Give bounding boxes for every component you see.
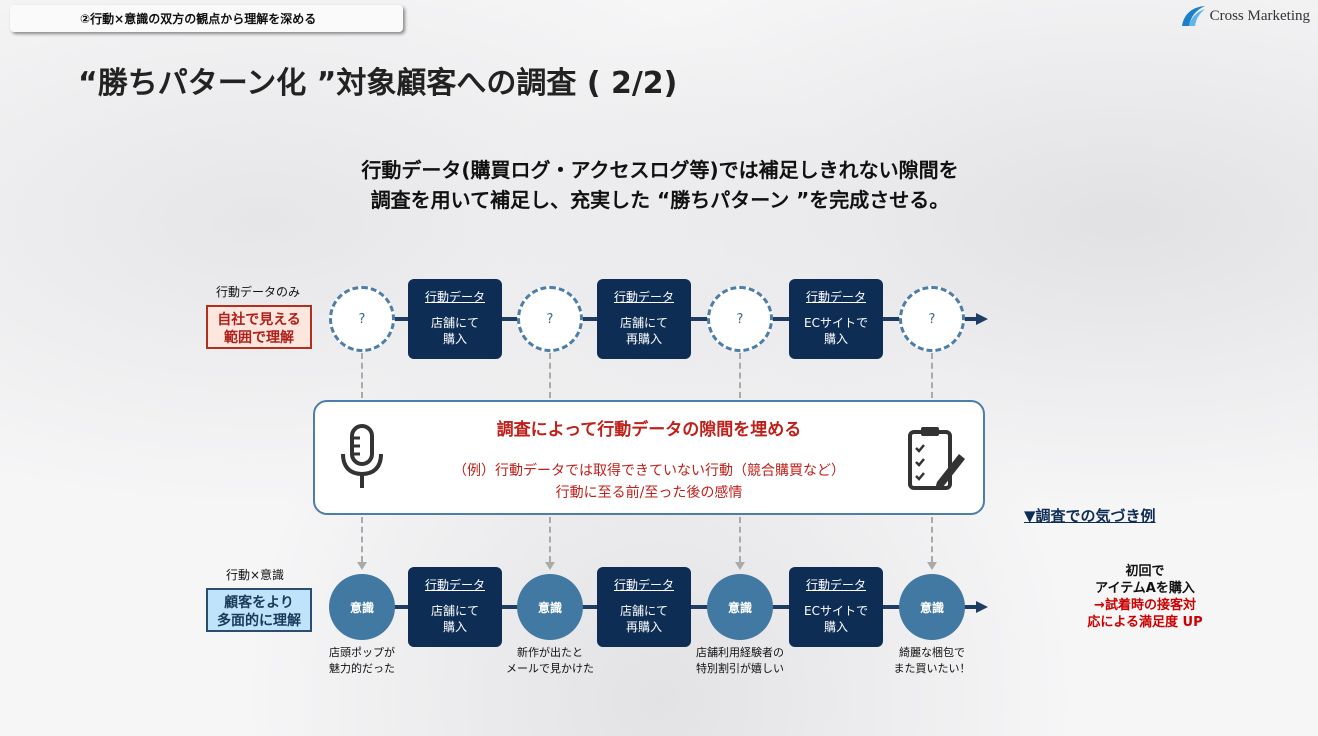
- microphone-icon: [341, 424, 383, 488]
- lead-line: 行動データ(購買ログ・アクセスログ等)では補足しきれない隙間を: [361, 158, 959, 182]
- connector: [361, 353, 363, 398]
- arrow-right-icon: [976, 601, 988, 613]
- unknown-node: ?: [329, 286, 395, 352]
- behavior-box: 行動データ店舗にて 購入: [408, 279, 502, 359]
- awareness-node: 意識: [707, 574, 773, 640]
- logo-swoosh-icon: [1181, 6, 1205, 26]
- awareness-caption: 店頭ポップが魅力的だった: [329, 646, 395, 675]
- clipboard-icon: [908, 427, 965, 490]
- awareness-caption: 店舗利用経験者の特別割引が嬉しい: [696, 646, 784, 675]
- awareness-node: 意識: [329, 574, 395, 640]
- logo-text: Cross Marketing: [1209, 7, 1310, 24]
- survey-desc: （例）行動データでは取得できていない行動（競合購買など）行動に至る前/至った後の…: [453, 463, 845, 501]
- behavior-box: 行動データ店舗にて 購入: [408, 567, 502, 647]
- behavior-box: 行動データ店舗にて 再購入: [597, 567, 691, 647]
- awareness-node: 意識: [517, 574, 583, 640]
- arrow-down-icon: [545, 562, 555, 570]
- top-row-tag: 自社で見える範囲で理解: [206, 305, 312, 349]
- logo: Cross Marketing: [1180, 4, 1310, 28]
- lead-text: 行動データ(購買ログ・アクセスログ等)では補足しきれない隙間を 調査を用いて補足…: [300, 155, 1020, 215]
- survey-box: 調査によって行動データの隙間を埋める （例）行動データでは取得できていない行動（…: [313, 400, 985, 515]
- connector: [549, 517, 551, 562]
- awareness-caption: 新作が出たとメールで見かけた: [506, 646, 594, 675]
- survey-title: 調査によって行動データの隙間を埋める: [496, 420, 802, 440]
- connector: [549, 353, 551, 398]
- arrow-right-icon: [976, 313, 988, 325]
- connector: [739, 353, 741, 398]
- connector: [361, 517, 363, 562]
- lead-line: 調査を用いて補足し、充実した “勝ちパターン ”を完成させる。: [370, 188, 950, 212]
- connector: [931, 517, 933, 562]
- arrow-down-icon: [357, 562, 367, 570]
- awareness-caption: 綺麗な梱包でまた買いたい！: [893, 646, 971, 675]
- unknown-node: ?: [517, 286, 583, 352]
- unknown-node: ?: [899, 286, 965, 352]
- awareness-node: 意識: [899, 574, 965, 640]
- connector: [739, 517, 741, 562]
- unknown-node: ?: [707, 286, 773, 352]
- page-title: “勝ちパターン化 ”対象顧客への調査 ( 2/2): [78, 66, 678, 101]
- top-row-label: 行動データのみ: [216, 285, 301, 299]
- bottom-row-tag: 顧客をより多面的に理解: [206, 588, 312, 632]
- behavior-box: 行動データ店舗にて 再購入: [597, 279, 691, 359]
- section-tag: ②行動×意識の双方の観点から理解を深める: [10, 5, 403, 32]
- insight-example: 初回でアイテムAを購入 →試着時の接客対応による満足度 UP: [1087, 564, 1203, 630]
- insight-heading: ▼調査での気づき例: [1024, 507, 1156, 525]
- bottom-row-label: 行動×意識: [226, 568, 285, 582]
- arrow-down-icon: [735, 562, 745, 570]
- connector: [931, 353, 933, 398]
- arrow-down-icon: [927, 562, 937, 570]
